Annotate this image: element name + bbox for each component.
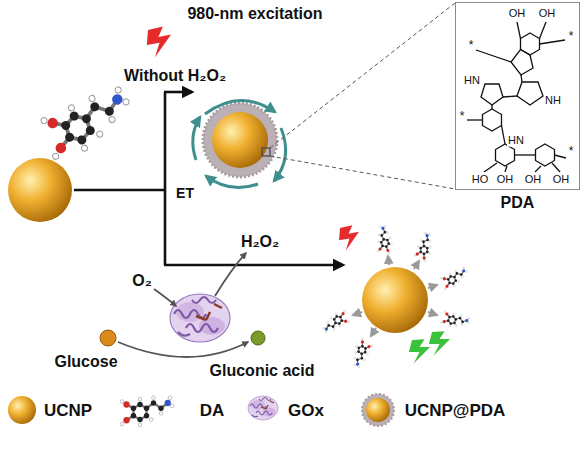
legend-label: UCNP <box>44 401 92 421</box>
group-label: NH <box>544 94 562 107</box>
chain-end-mark: * <box>459 110 466 124</box>
species-label: O₂ <box>132 272 152 290</box>
legend-label: UCNP@PDA <box>405 401 506 421</box>
group-label: OH <box>538 7 557 20</box>
species-label: Gluconic acid <box>210 362 315 380</box>
group-label: OH <box>496 173 515 186</box>
group-label: HN <box>507 134 525 147</box>
group-label: OH <box>508 7 527 20</box>
condition-label: Without H₂O₂ <box>124 67 226 85</box>
legend-label: GOx <box>288 401 324 421</box>
group-label: HO <box>471 173 490 186</box>
chain-end-mark: * <box>568 145 575 159</box>
species-label: Glucose <box>54 353 117 371</box>
excitation-label: 980-nm excitation <box>187 5 322 23</box>
group-label: HN <box>463 74 481 87</box>
chain-end-mark: * <box>468 39 475 53</box>
inset-heading: PDA <box>501 194 535 212</box>
group-label: OH <box>524 173 543 186</box>
legend-label: DA <box>200 401 225 421</box>
species-label: H₂O₂ <box>241 233 279 251</box>
energy-transfer-label: ET <box>176 185 194 201</box>
group-label: OH <box>552 173 571 186</box>
chain-end-mark: * <box>568 30 575 44</box>
